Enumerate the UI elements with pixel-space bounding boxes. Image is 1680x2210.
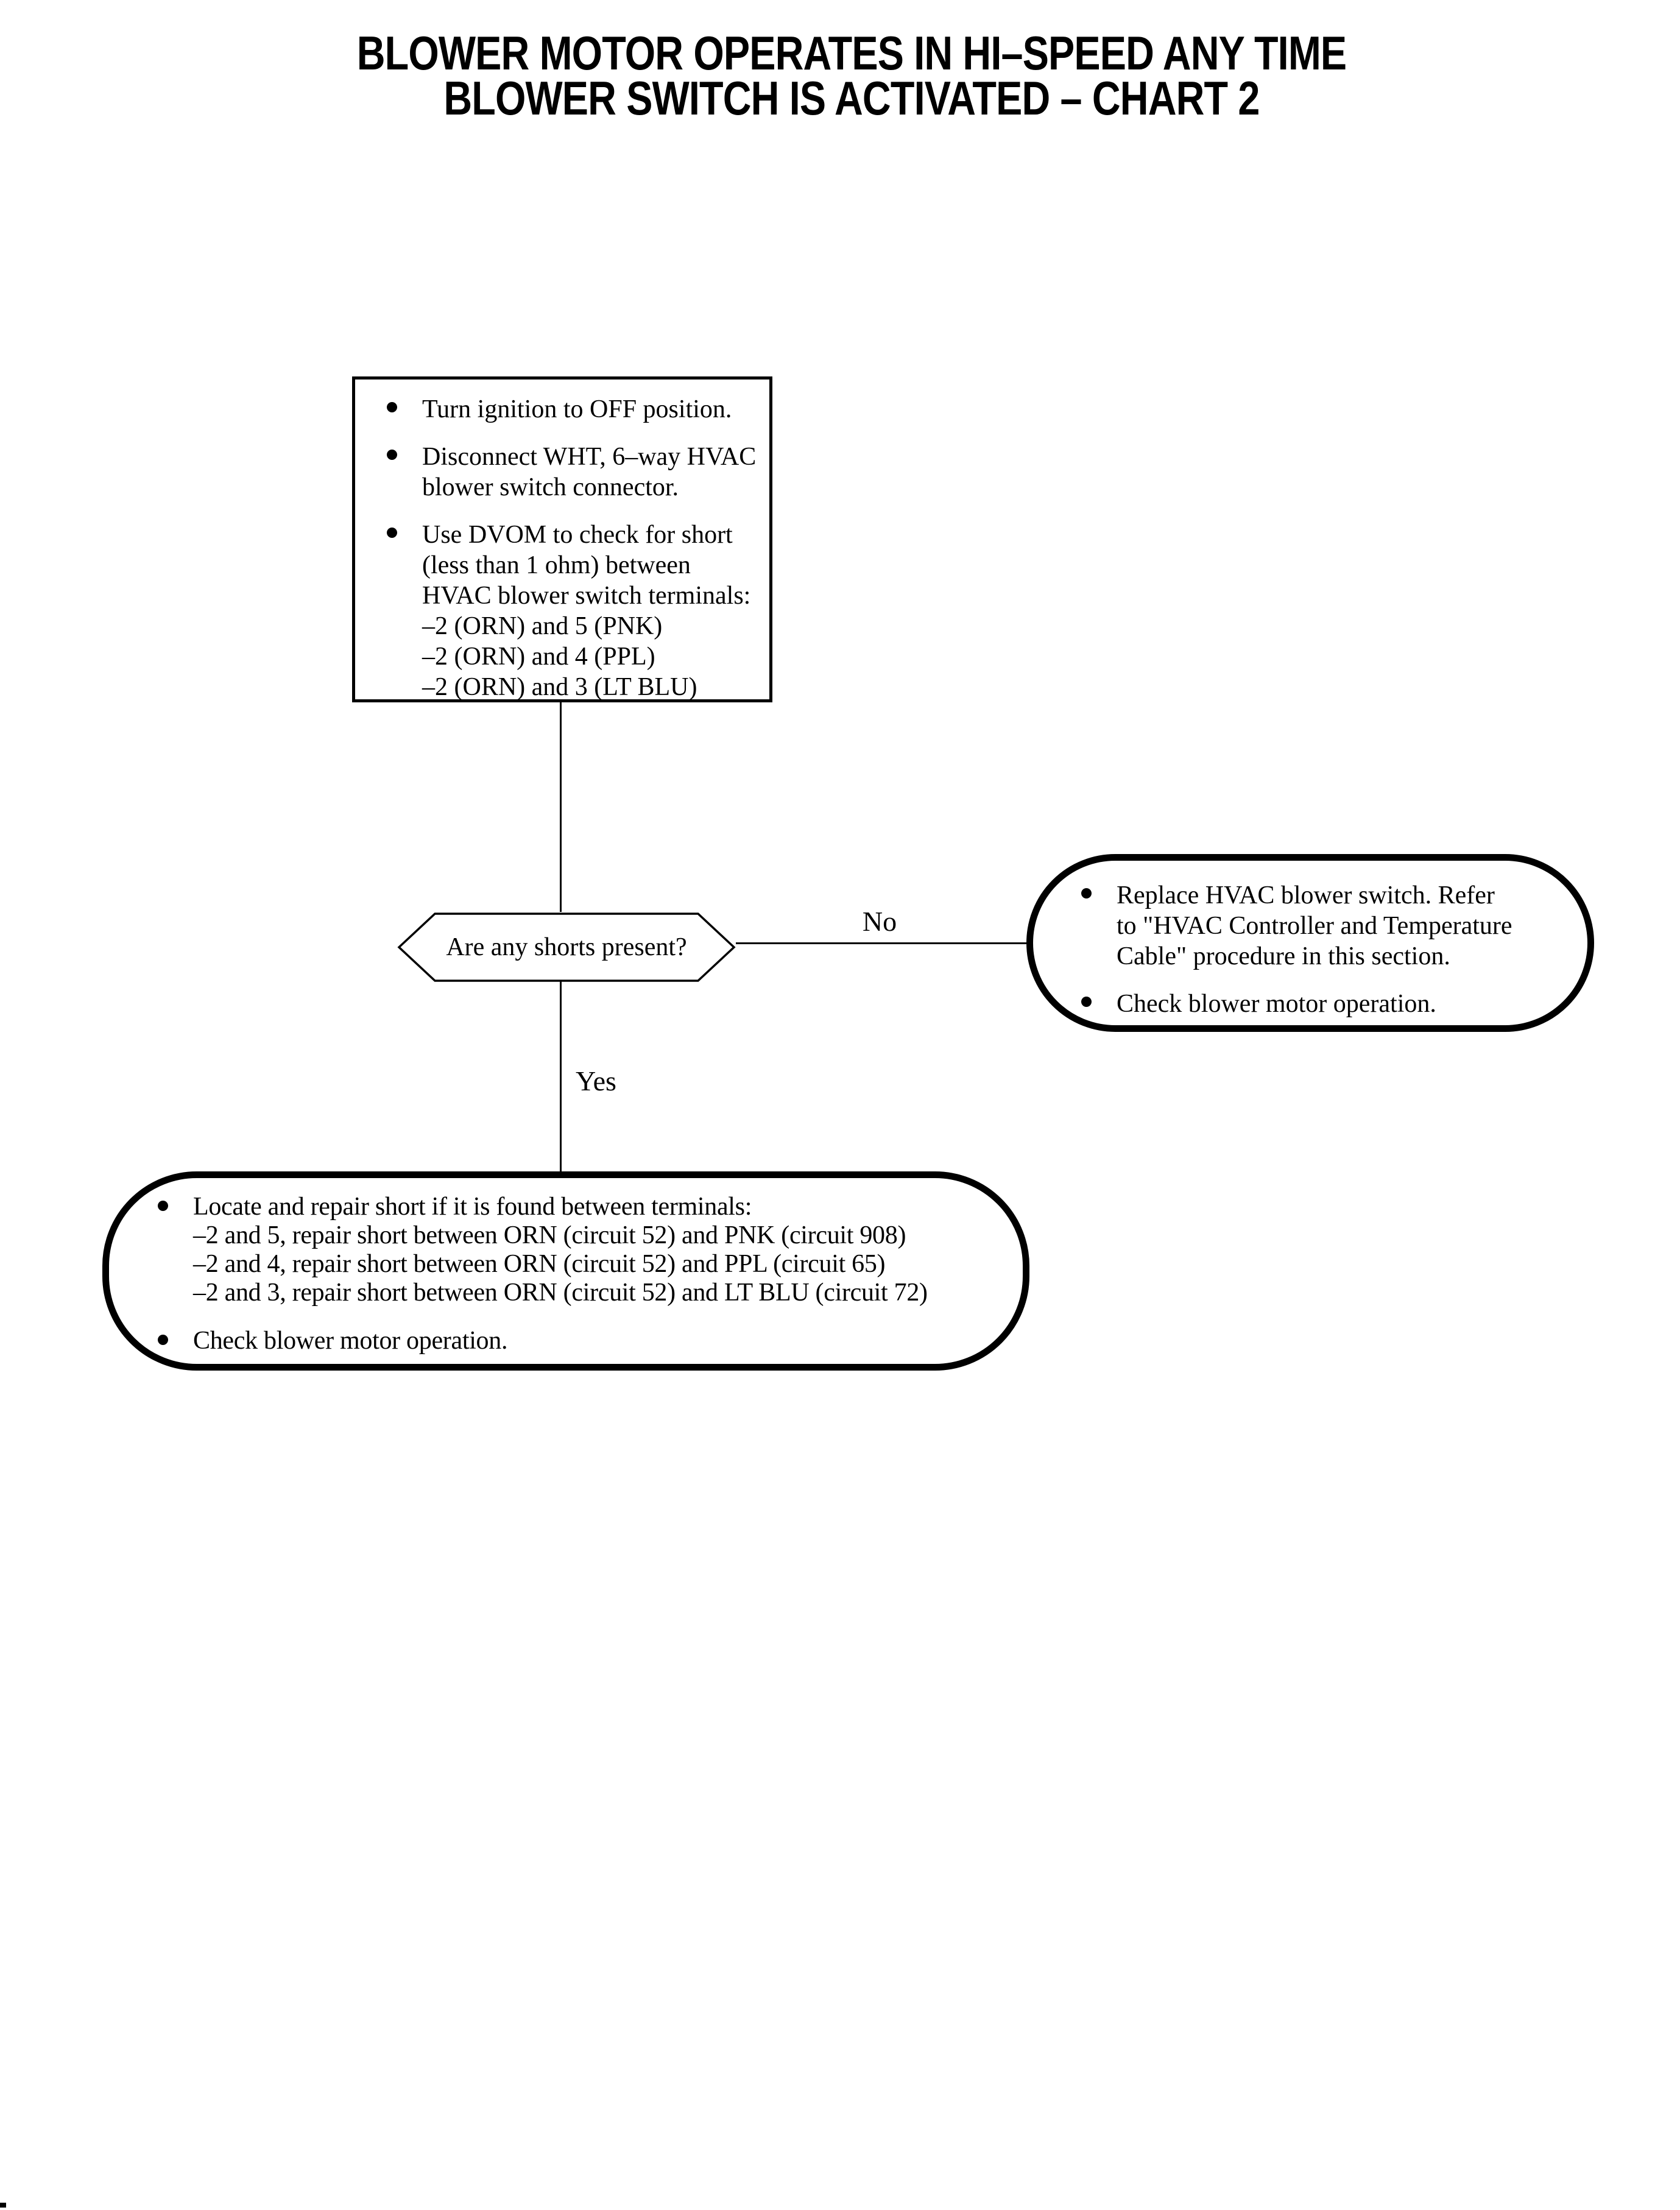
no-outcome-bullet-text: Replace HVAC blower switch. Refer to "HV… bbox=[1117, 881, 1512, 970]
process-bullet-item: Turn ignition to OFF position. bbox=[387, 394, 761, 425]
yes-outcome-node: Locate and repair short if it is found b… bbox=[102, 1171, 1029, 1371]
process-bullet-item: Use DVOM to check for short (less than 1… bbox=[387, 520, 761, 702]
bullet-icon bbox=[1081, 989, 1117, 1007]
hexagon-shape bbox=[397, 913, 736, 982]
process-bullet-text: Turn ignition to OFF position. bbox=[422, 395, 732, 423]
connector-line-yes bbox=[560, 981, 562, 1173]
yes-outcome-bullet-item: Locate and repair short if it is found b… bbox=[158, 1193, 1008, 1307]
process-bullet-item: Disconnect WHT, 6–way HVAC blower switch… bbox=[387, 442, 761, 503]
title-line-1: BLOWER MOTOR OPERATES IN HI–SPEED ANY TI… bbox=[356, 26, 1347, 80]
process-step-node: Turn ignition to OFF position. Disconnec… bbox=[352, 376, 772, 702]
no-branch-label: No bbox=[862, 906, 897, 937]
no-outcome-node: Replace HVAC blower switch. Refer to "HV… bbox=[1026, 854, 1594, 1032]
bullet-icon bbox=[387, 442, 422, 460]
decision-hexagon-node: Are any shorts present? bbox=[397, 912, 736, 983]
yes-outcome-bullet-item: Check blower motor operation. bbox=[158, 1327, 1008, 1355]
bullet-icon bbox=[1081, 880, 1117, 898]
yes-branch-label: Yes bbox=[576, 1065, 616, 1096]
no-outcome-bullet-text: Check blower motor operation. bbox=[1117, 990, 1436, 1018]
title-line-2: BLOWER SWITCH IS ACTIVATED – CHART 2 bbox=[443, 71, 1260, 125]
yes-outcome-bullet-text: Locate and repair short if it is found b… bbox=[193, 1193, 928, 1307]
process-bullet-text: Disconnect WHT, 6–way HVAC blower switch… bbox=[422, 443, 757, 501]
yes-outcome-bullet-text: Check blower motor operation. bbox=[193, 1327, 508, 1355]
decision-question: Are any shorts present? bbox=[446, 933, 687, 961]
bullet-icon bbox=[387, 394, 422, 412]
bullet-icon bbox=[387, 520, 422, 538]
scan-artifact-mark bbox=[0, 2203, 6, 2208]
no-outcome-bullet-item: Replace HVAC blower switch. Refer to "HV… bbox=[1081, 880, 1569, 972]
process-bullet-text: Use DVOM to check for short (less than 1… bbox=[422, 521, 751, 701]
connector-line-no bbox=[736, 942, 1026, 944]
page-title: BLOWER MOTOR OPERATES IN HI–SPEED ANY TI… bbox=[23, 26, 1680, 125]
connector-line-top bbox=[560, 702, 562, 912]
bullet-icon bbox=[158, 1327, 193, 1345]
bullet-icon bbox=[158, 1193, 193, 1211]
no-outcome-bullet-item: Check blower motor operation. bbox=[1081, 989, 1569, 1019]
